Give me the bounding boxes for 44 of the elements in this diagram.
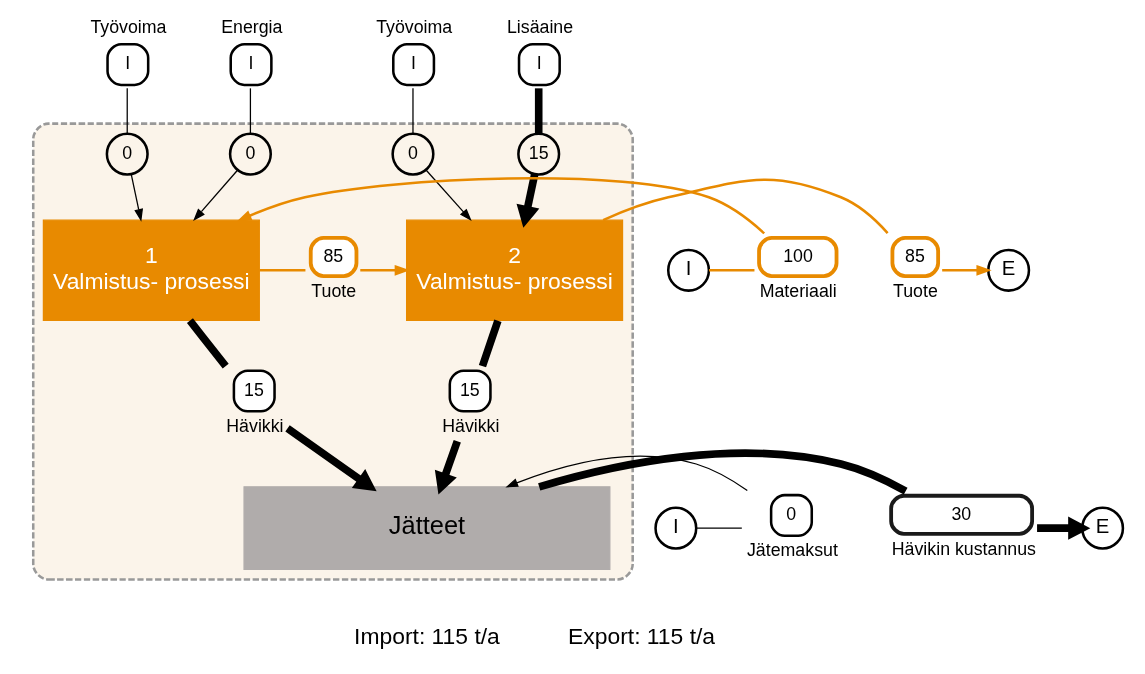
arrow [130,173,143,222]
arrow [941,265,992,276]
node-box: 2 Valmistus- prosessi [405,219,623,322]
arrow [504,455,748,492]
arrow [235,177,765,235]
connector [126,87,128,135]
node-label: Tuote [310,281,356,302]
arrow [516,173,539,228]
node-label: Lisäaine [506,17,573,38]
connector [537,449,907,495]
node-circle: 15 [516,132,560,176]
connector [695,527,742,529]
node-label: Tuote [892,281,938,302]
node-circle: I [666,248,710,292]
node-label: Hävikki [225,415,284,436]
node-circle: E [986,248,1030,292]
node-circle: 0 [390,132,435,176]
node-circle: I [653,506,697,550]
arrow [284,425,377,492]
connector [411,87,414,135]
arrow [425,169,472,222]
node-box: Jätteet [242,486,610,571]
node-label: Energia [220,17,282,38]
connector [259,269,305,272]
node-circle: 0 [228,132,272,176]
node-label: Materiaali [759,281,837,302]
connector [186,318,229,369]
node-label: Työvoima [375,17,452,38]
node-box: 1 Valmistus- prosessi [42,219,260,322]
cluster [31,122,634,581]
node-label: Hävikin kustannus [891,539,1036,560]
node-label: Jätemaksut [746,540,838,561]
label: Export: 115 t/a [567,622,715,649]
node-label: Hävikki [441,415,499,436]
connector [249,87,251,135]
arrow [192,169,238,222]
node-label: Työvoima [89,17,166,38]
connector [602,178,889,234]
label: Import: 115 t/a [353,622,500,649]
node-circle: E [1080,506,1124,550]
connector [478,319,501,368]
connector [708,269,754,272]
arrow [434,439,461,495]
node-circle: 0 [105,132,149,176]
